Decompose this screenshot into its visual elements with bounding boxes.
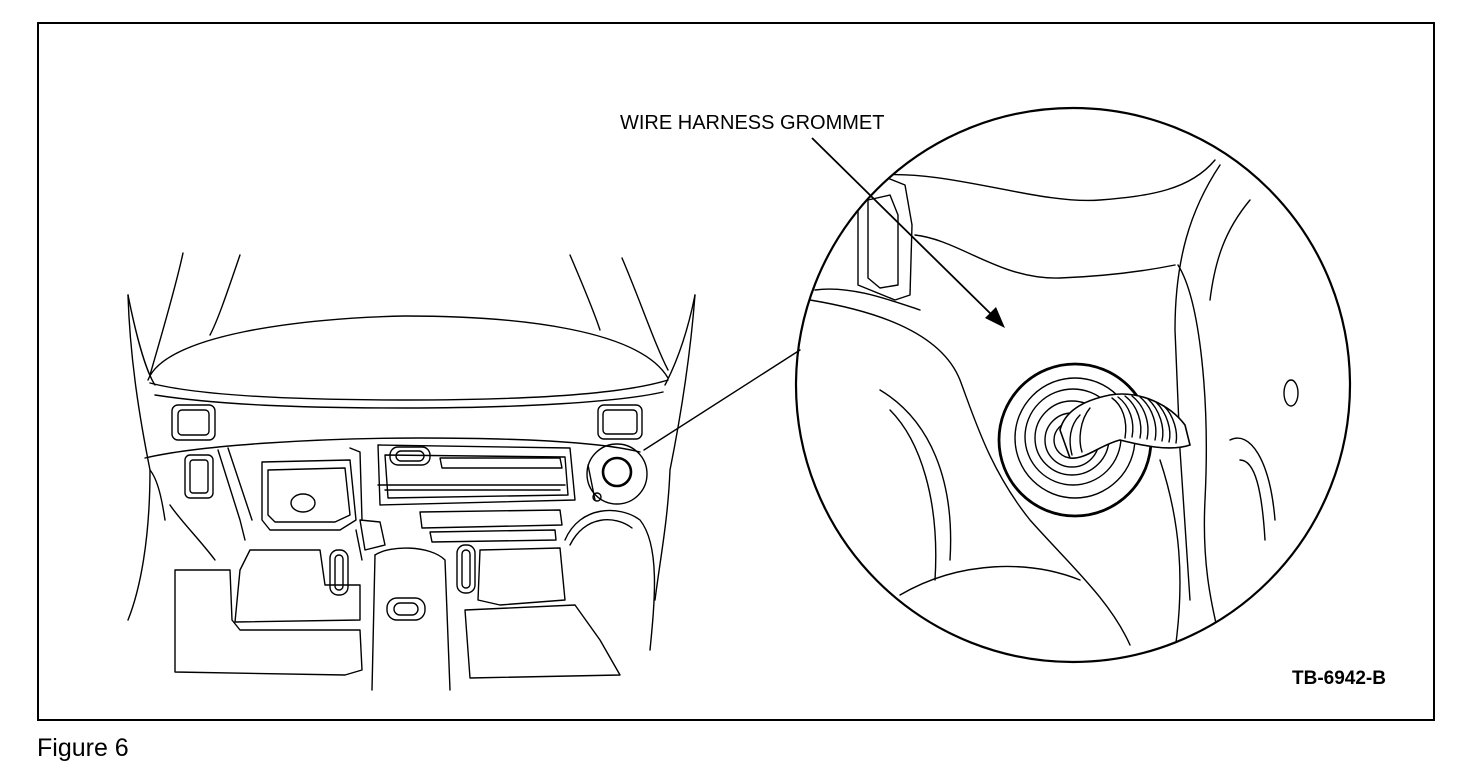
detail-leader-line bbox=[643, 349, 801, 451]
dashboard-overview bbox=[127, 252, 696, 691]
figure-caption: Figure 6 bbox=[37, 734, 129, 762]
callout-label: WIRE HARNESS GROMMET bbox=[620, 112, 885, 134]
callout-arrow bbox=[811, 137, 1005, 328]
reference-code: TB-6942-B bbox=[1292, 668, 1386, 689]
figure-frame bbox=[37, 22, 1435, 721]
grommet-detail-view bbox=[794, 106, 1352, 664]
